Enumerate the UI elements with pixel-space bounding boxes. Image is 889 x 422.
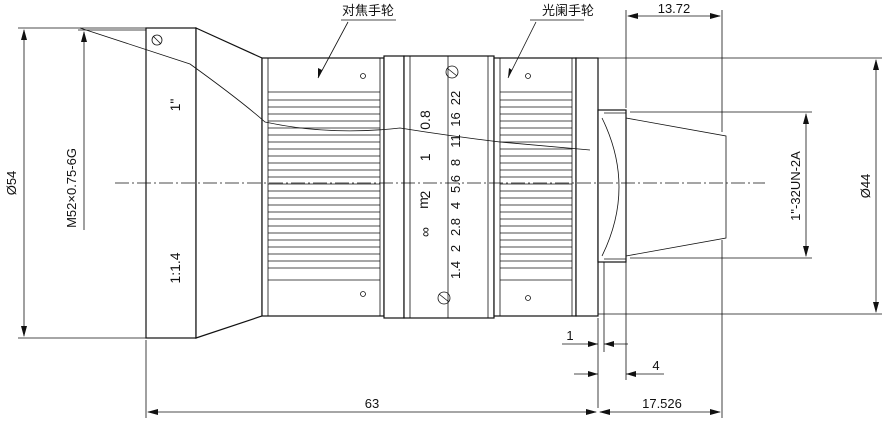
focus-unit-mark: m: [415, 197, 431, 209]
distance-mark: 2: [417, 191, 433, 199]
iris-ring-label: 光阑手轮: [542, 3, 594, 18]
dimension-gap-1: 1: [562, 262, 628, 408]
scale-ring: 0.8 1 2 ∞ m 22 16 11 8 5.6 4 2.8 2 1.4: [383, 55, 495, 319]
focus-distance-scale: 0.8 1 2 ∞: [417, 110, 433, 237]
distance-mark: 1: [417, 153, 433, 161]
dia-44-label: Ø44: [858, 174, 873, 199]
flange-17526-label: 17.526: [642, 396, 682, 411]
dia-54-label: Ø54: [4, 171, 19, 196]
distance-mark: 0.8: [417, 110, 433, 130]
distance-mark: ∞: [417, 227, 433, 237]
dimension-flange-17526: 17.526: [599, 240, 723, 418]
dimension-gap-4: 4: [574, 262, 664, 380]
format-label: 1": [167, 99, 183, 112]
focus-ring-callout: 对焦手轮: [317, 3, 396, 79]
iris-ring-knurl: [500, 99, 572, 269]
focus-ring: [261, 57, 385, 317]
dimension-dia-54: Ø54: [4, 27, 146, 339]
f-number-mark: 8: [448, 159, 463, 166]
dimension-dia-44: Ø44: [598, 57, 882, 315]
gap-4-label: 4: [652, 358, 659, 373]
dimension-filter-thread: M52×0.75-6G: [64, 29, 146, 230]
f-number-mark: 11: [448, 134, 463, 148]
f-number-mark: 5.6: [448, 175, 463, 193]
dimension-length-63: 63: [145, 340, 597, 418]
top-13-72-label: 13.72: [658, 1, 691, 16]
focus-ring-label: 对焦手轮: [342, 3, 394, 18]
lens-mount: [597, 109, 727, 263]
f-number-mark: 2.8: [448, 218, 463, 236]
f-number-mark: 2: [448, 245, 463, 252]
gap-1-label: 1: [566, 328, 573, 343]
iris-ring: [493, 57, 599, 317]
f-number-mark: 1.4: [448, 261, 463, 279]
mount-thread-label: 1"-32UN-2A: [788, 151, 803, 221]
f-number-mark: 4: [448, 202, 463, 209]
dimension-13-72: 13.72: [625, 1, 723, 132]
f-number-mark: 22: [448, 91, 463, 105]
dimension-mount-thread: 1"-32UN-2A: [630, 111, 812, 259]
aperture-ratio-label: 1:1.4: [167, 252, 183, 283]
iris-ring-callout: 光阑手轮: [507, 3, 594, 79]
length-63-label: 63: [365, 396, 379, 411]
focus-ring-knurl: [268, 99, 380, 269]
filter-thread-label: M52×0.75-6G: [64, 148, 79, 228]
iris-f-number-scale: 22 16 11 8 5.6 4 2.8 2 1.4: [448, 91, 463, 279]
f-number-mark: 16: [448, 112, 463, 126]
